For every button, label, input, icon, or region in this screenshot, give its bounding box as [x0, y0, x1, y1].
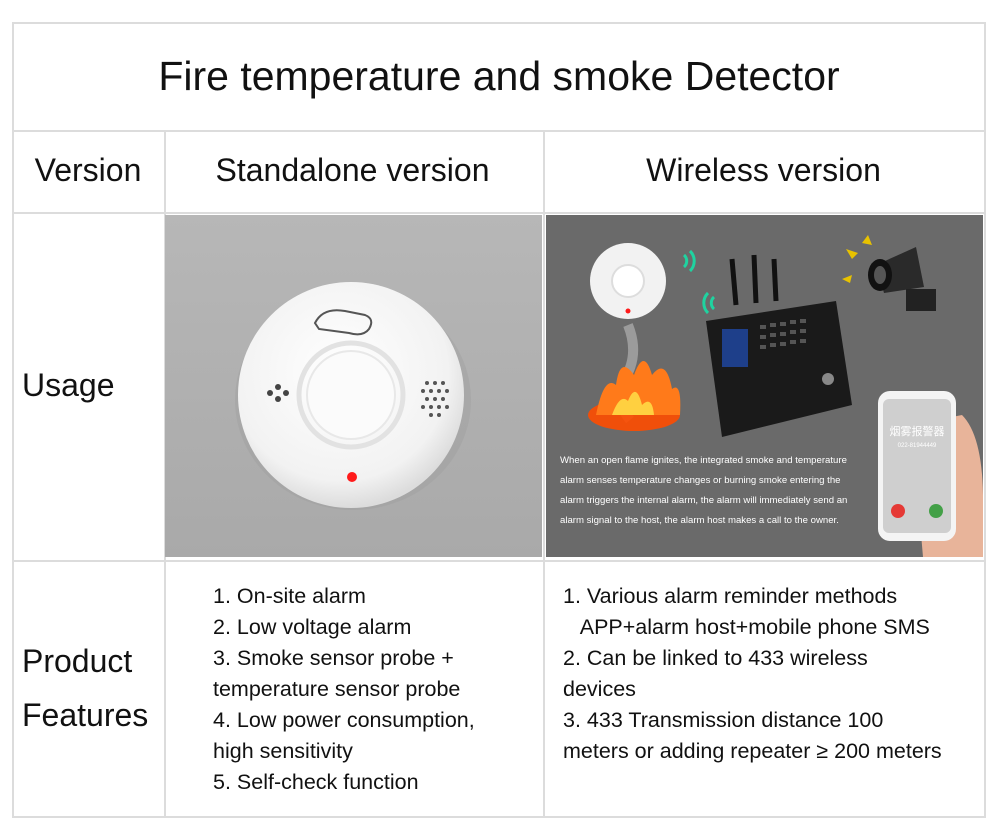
- usage-label-cell: Usage: [14, 212, 162, 558]
- wireless-system-illustration: 烟雾报警器 022-81944449: [588, 235, 983, 557]
- alarm-host-device: [706, 254, 852, 437]
- list-item: 3. Smoke sensor probe +: [213, 646, 454, 670]
- list-item: devices: [563, 677, 636, 701]
- wireless-usage-image: 烟雾报警器 022-81944449 When an open flame ig…: [546, 215, 983, 557]
- list-item: 3. 433 Transmission distance 100: [563, 708, 884, 732]
- wireless-header: Wireless version: [646, 151, 881, 188]
- list-item: 1. On-site alarm: [213, 584, 366, 608]
- list-item: temperature sensor probe: [213, 677, 461, 701]
- row-divider: [14, 560, 984, 562]
- features-label: Product Features: [14, 634, 148, 742]
- features-label-cell: Product Features: [14, 560, 162, 816]
- version-header-cell: Version: [14, 130, 162, 210]
- standalone-product-image: [165, 215, 542, 557]
- list-item: meters or adding repeater ≥ 200 meters: [563, 739, 942, 763]
- wireless-usage-caption: When an open flame ignites, the integrat…: [560, 455, 848, 526]
- version-label: Version: [34, 151, 142, 188]
- features-label-line2: Features: [22, 697, 149, 733]
- standalone-header-cell: Standalone version: [164, 130, 541, 210]
- smoke-detector-illustration: [235, 282, 471, 510]
- standalone-features-list: 1. On-site alarm 2. Low voltage alarm 3.…: [213, 581, 475, 798]
- row-divider: [14, 212, 984, 214]
- list-item: 5. Self-check function: [213, 770, 419, 794]
- phone-icon: [878, 391, 956, 541]
- row-divider: [14, 130, 984, 132]
- col-divider: [543, 130, 545, 818]
- phone-title: 烟雾报警器: [890, 424, 945, 438]
- fire-icon: [588, 361, 681, 431]
- speaker-grill: [421, 381, 449, 417]
- standalone-header: Standalone version: [215, 151, 490, 188]
- usage-label: Usage: [22, 367, 115, 403]
- wireless-header-cell: Wireless version: [543, 130, 984, 210]
- wireless-signal-icon: [682, 249, 716, 315]
- table-title-cell: Fire temperature and smoke Detector: [14, 24, 984, 128]
- led-indicator: [347, 472, 357, 482]
- list-item: 2. Low voltage alarm: [213, 615, 412, 639]
- list-item: 2. Can be linked to 433 wireless: [563, 646, 868, 670]
- table-title: Fire temperature and smoke Detector: [158, 52, 840, 99]
- wireless-features-list: 1. Various alarm reminder methods APP+al…: [563, 581, 942, 767]
- siren-icon: [842, 235, 936, 311]
- features-label-line1: Product: [22, 643, 133, 679]
- list-item: high sensitivity: [213, 739, 353, 763]
- phone-number: 022-81944449: [898, 443, 937, 449]
- list-item: 1. Various alarm reminder methods: [563, 584, 898, 608]
- list-item: APP+alarm host+mobile phone SMS: [563, 615, 930, 639]
- list-item: 4. Low power consumption,: [213, 708, 475, 732]
